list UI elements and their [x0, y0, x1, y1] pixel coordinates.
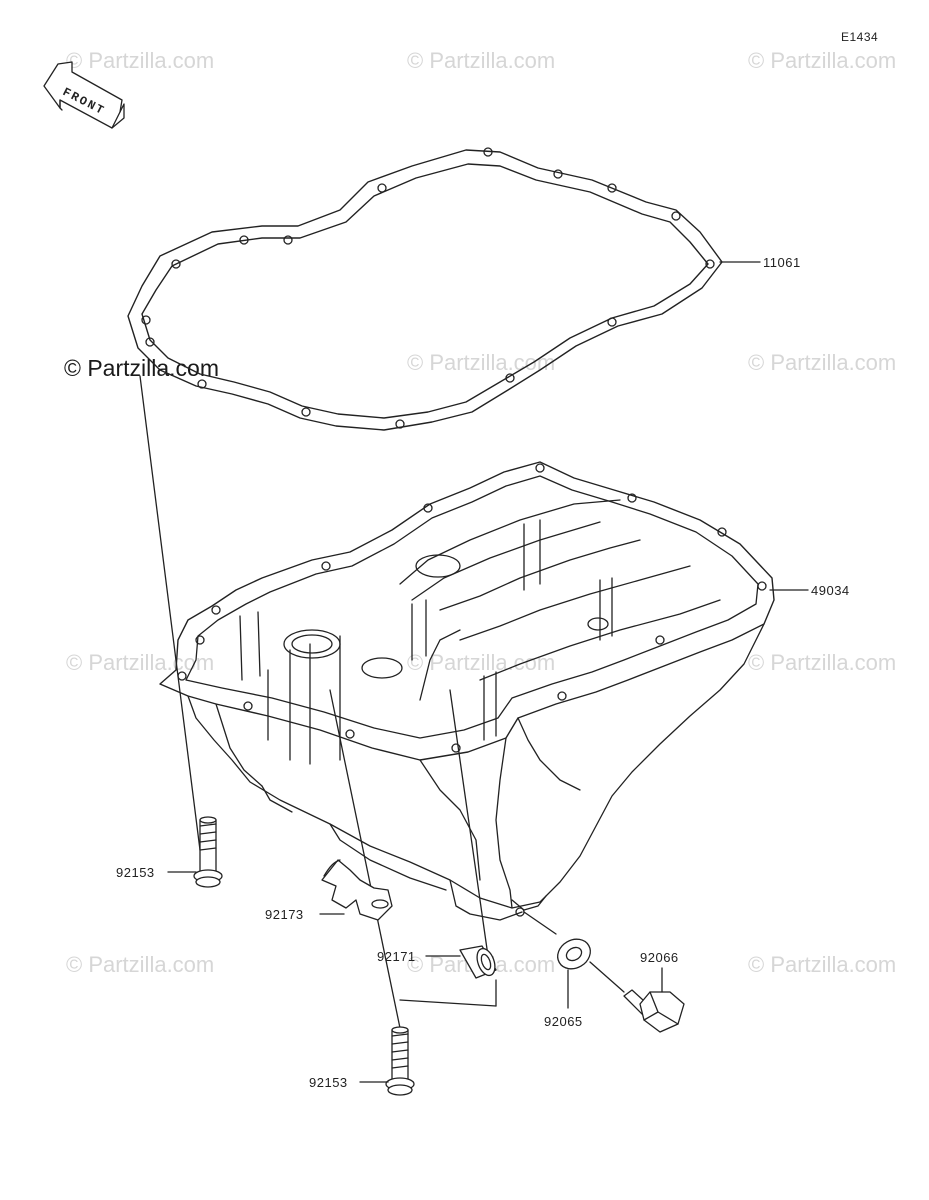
- watermark: © Partzilla.com: [748, 48, 897, 73]
- diagram-code: E1434: [841, 30, 879, 44]
- drain-plug: [623, 989, 685, 1033]
- clamp: [321, 859, 393, 921]
- bolt-lower: [385, 1026, 415, 1096]
- part-number-oil-pan[interactable]: 49034: [811, 583, 850, 598]
- washer: [557, 938, 591, 970]
- watermark: © Partzilla.com: [66, 48, 215, 73]
- part-number-bolt-upper[interactable]: 92153: [116, 865, 155, 880]
- collar: [459, 945, 497, 979]
- watermark: © Partzilla.com: [66, 650, 215, 675]
- bolt-upper: [193, 816, 223, 888]
- watermark: © Partzilla.com: [66, 952, 215, 977]
- watermark: © Partzilla.com: [407, 48, 556, 73]
- oil-pan: [159, 461, 775, 921]
- watermark: © Partzilla.com: [64, 355, 219, 381]
- part-number-collar[interactable]: 92171: [377, 949, 416, 964]
- watermark: © Partzilla.com: [748, 650, 897, 675]
- watermark: © Partzilla.com: [748, 350, 897, 375]
- watermark: © Partzilla.com: [407, 650, 556, 675]
- watermark: © Partzilla.com: [748, 952, 897, 977]
- part-number-washer[interactable]: 92065: [544, 1014, 583, 1029]
- oil-pan-gasket: [127, 147, 723, 431]
- watermark: © Partzilla.com: [407, 350, 556, 375]
- part-number-drain-plug[interactable]: 92066: [640, 950, 679, 965]
- part-number-bolt-lower[interactable]: 92153: [309, 1075, 348, 1090]
- part-number-gasket[interactable]: 11061: [763, 255, 801, 270]
- front-arrow-icon: FRONT: [43, 61, 125, 129]
- part-number-clamp[interactable]: 92173: [265, 907, 304, 922]
